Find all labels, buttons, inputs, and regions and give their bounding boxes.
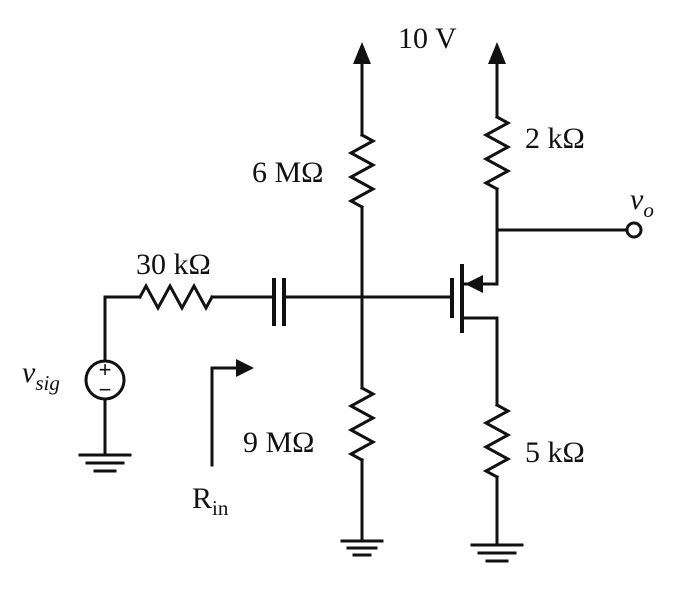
resistor-30k: [137, 282, 215, 312]
mosfet-arrow-icon: [465, 275, 483, 293]
resistor-9m: [347, 385, 377, 463]
label-9m: 9 MΩ: [243, 426, 315, 459]
output-label: vo: [630, 183, 654, 222]
label-6m: 6 MΩ: [252, 156, 324, 189]
source-top-wire: [103, 295, 142, 363]
resistor-6m: [347, 132, 377, 210]
gate-supply-arrow-icon: [353, 42, 371, 64]
vsig-label: vsig: [22, 356, 60, 395]
mosfet-upper-terminal: [460, 228, 499, 286]
drain-supply-arrow-icon: [488, 42, 506, 64]
source-plus: +: [99, 357, 112, 382]
rin-indicator: [210, 366, 242, 467]
rin-label: Rin: [192, 482, 229, 520]
mosfet-lower-terminal: [460, 316, 499, 407]
label-5k: 5 kΩ: [525, 436, 585, 469]
supply-label: 10 V: [398, 22, 457, 55]
resistor-2k: [482, 114, 512, 192]
label-2k: 2 kΩ: [525, 122, 585, 155]
output-terminal: [625, 221, 643, 239]
source-minus: −: [99, 377, 112, 402]
rin-arrow-icon: [236, 359, 254, 377]
label-30k: 30 kΩ: [136, 248, 211, 281]
resistor-5k: [482, 402, 512, 480]
